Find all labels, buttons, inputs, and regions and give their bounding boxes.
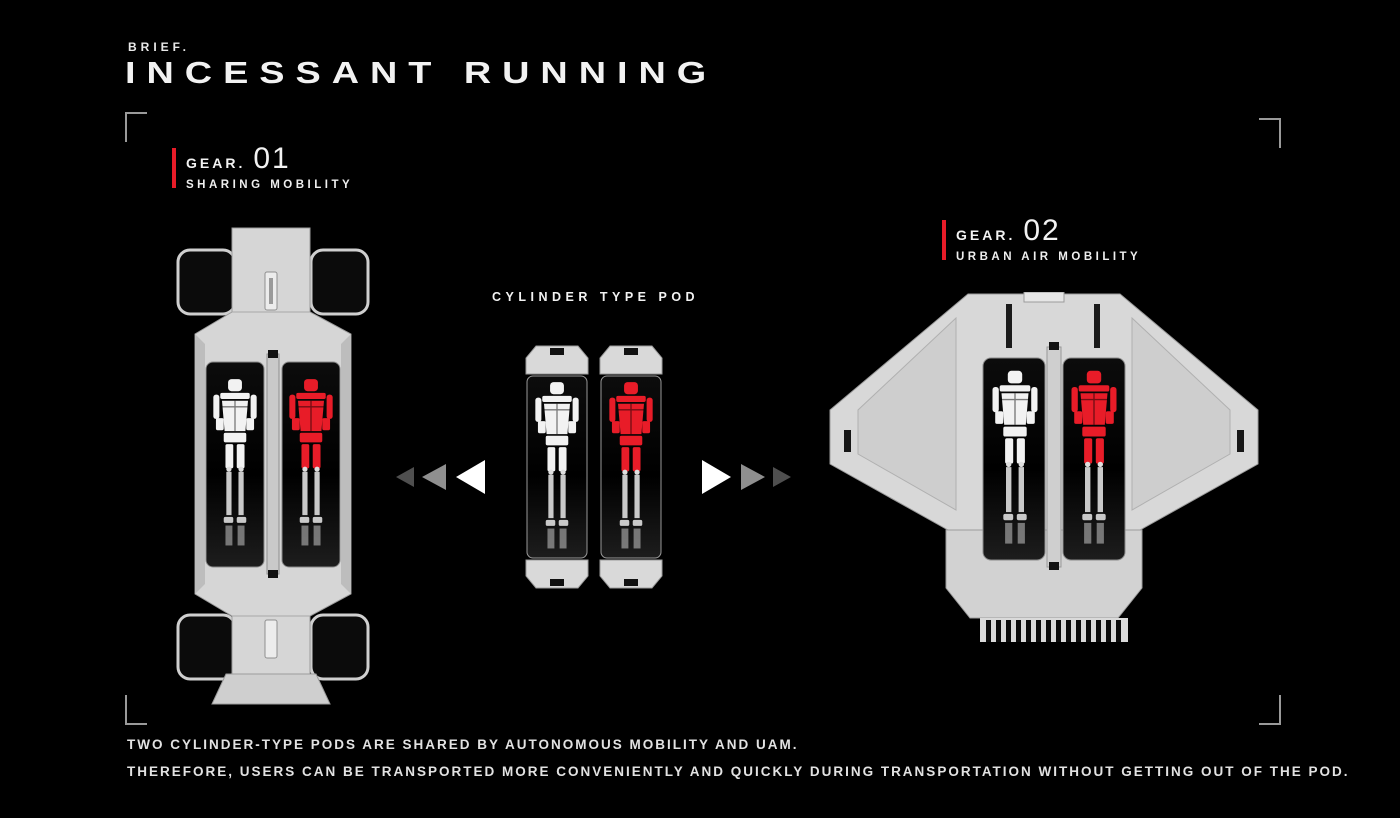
frame-bracket-bottom-left	[125, 695, 147, 725]
cylinder-pod-right	[599, 345, 663, 589]
gear-01-section: GEAR. 01 SHARING MOBILITY	[172, 142, 354, 191]
cylinder-pod-left	[525, 345, 589, 589]
poster-title: INCESSANT RUNNING	[125, 55, 718, 90]
frame-bracket-top-left	[125, 112, 147, 142]
shuttle-rear-bumper	[211, 673, 331, 705]
uam-grille	[980, 618, 1128, 642]
arrow-left-dim	[396, 467, 414, 487]
arrow-right-dim	[773, 467, 791, 487]
shuttle-pod-window-right	[281, 361, 341, 568]
transfer-arrows-right	[702, 460, 791, 494]
uam-wing-right-panel	[1131, 316, 1231, 511]
gear-02-label: GEAR.	[956, 227, 1016, 243]
gear-02-subtitle: URBAN AIR MOBILITY	[956, 250, 1142, 263]
gear-02-section: GEAR. 02 URBAN AIR MOBILITY	[942, 214, 1142, 263]
uam-drone-illustration	[829, 292, 1259, 642]
arrow-right-bright	[702, 460, 731, 494]
gear-01-accent-bar	[172, 148, 176, 188]
shuttle-pod-window-left	[205, 361, 265, 568]
uam-wing-left-panel	[857, 316, 957, 511]
brief-kicker: BRIEF.	[128, 40, 191, 54]
arrow-right-mid	[741, 464, 765, 490]
uam-center-divider	[1046, 346, 1062, 568]
autonomous-shuttle-illustration	[176, 227, 370, 705]
gear-01-label: GEAR.	[186, 155, 246, 171]
gear-01-subtitle: SHARING MOBILITY	[186, 178, 354, 191]
frame-bracket-bottom-right	[1259, 695, 1281, 725]
arrow-left-mid	[422, 464, 446, 490]
shuttle-wheels	[176, 248, 370, 681]
frame-bracket-top-right	[1259, 118, 1281, 148]
gear-02-accent-bar	[942, 220, 946, 260]
cylinder-pods-illustration	[525, 345, 663, 589]
uam-pod-window-right	[1062, 357, 1126, 561]
arrow-left-bright	[456, 460, 485, 494]
transfer-arrows-left	[396, 460, 485, 494]
gear-02-number: 02	[1023, 214, 1061, 247]
gear-01-number: 01	[253, 142, 291, 175]
shuttle-center-divider	[266, 353, 280, 575]
footer-line-1: TWO CYLINDER-TYPE PODS ARE SHARED BY AUT…	[127, 737, 799, 752]
cylinder-pod-label: CYLINDER TYPE POD	[492, 290, 700, 304]
footer-line-2: THEREFORE, USERS CAN BE TRANSPORTED MORE…	[127, 764, 1350, 779]
